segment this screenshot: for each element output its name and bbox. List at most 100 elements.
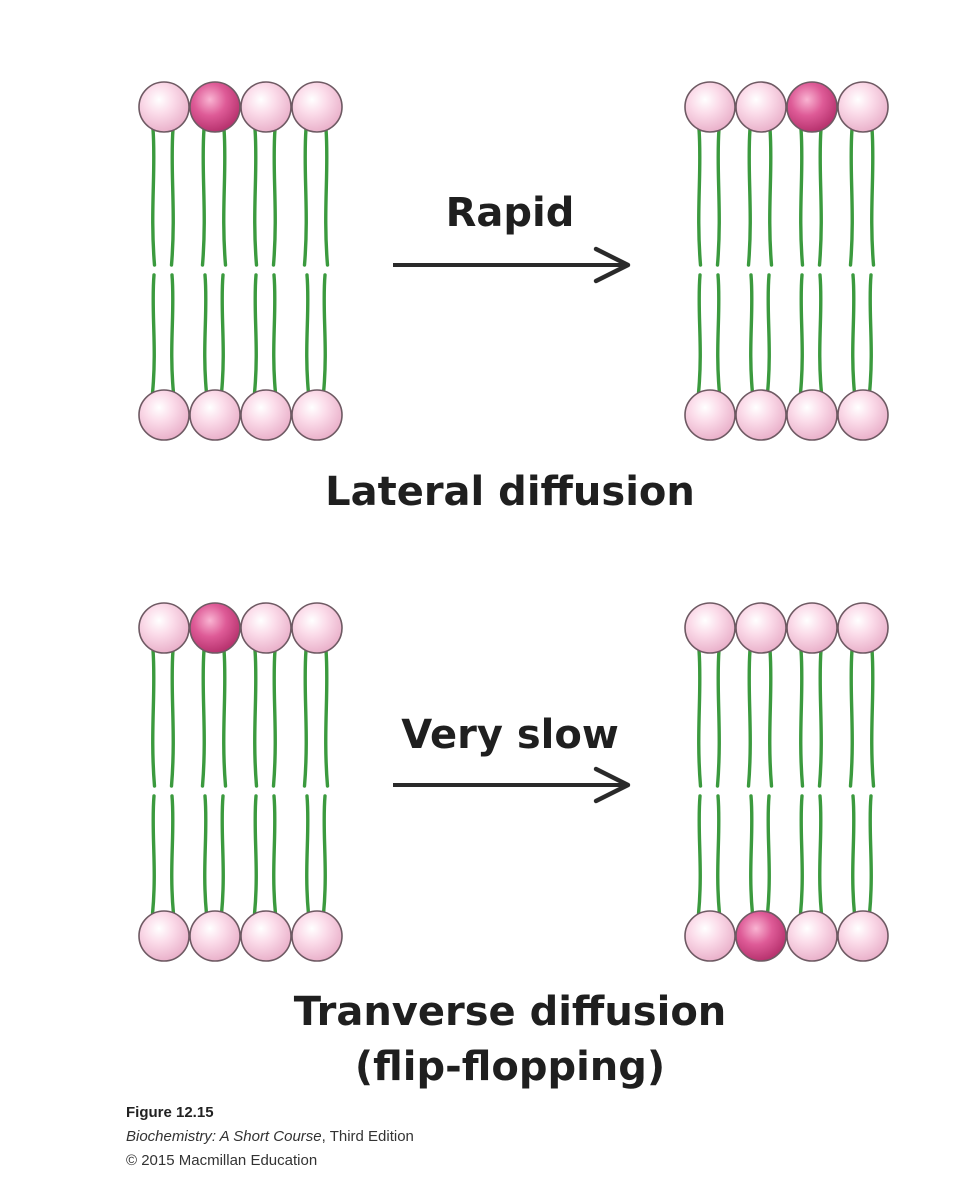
fatty-acid-tail xyxy=(169,648,175,788)
fatty-acid-tail xyxy=(765,273,771,395)
fatty-acid-tail xyxy=(200,648,206,788)
fatty-acid-tail xyxy=(848,127,854,267)
book-title: Biochemistry: A Short Course xyxy=(126,1128,322,1145)
phospholipid-head-icon xyxy=(684,81,736,133)
labeled-phospholipid-head-icon xyxy=(786,81,838,133)
lateral-diffusion-panel: Rapid Lateral diffusion xyxy=(138,81,889,515)
fatty-acid-tail xyxy=(321,794,327,916)
phospholipid-head-icon xyxy=(138,910,190,962)
rapid-arrow: Rapid xyxy=(393,190,631,284)
fatty-acid-tail xyxy=(798,794,804,916)
fatty-acid-tail xyxy=(253,127,259,267)
phospholipid-head-icon xyxy=(735,81,787,133)
phospholipid-head-icon xyxy=(684,389,736,441)
fatty-acid-tail xyxy=(324,127,330,267)
fatty-acid-tail xyxy=(697,648,703,788)
fatty-acid-tail xyxy=(848,648,854,788)
fatty-acid-tail xyxy=(851,794,857,916)
phospholipid-head-icon xyxy=(684,910,736,962)
phospholipid-head-icon xyxy=(735,602,787,654)
fatty-acid-tail xyxy=(170,794,176,916)
phospholipid-head-icon xyxy=(291,389,343,441)
fatty-acid-tail xyxy=(272,794,278,916)
arrow-label-rapid: Rapid xyxy=(446,190,575,236)
fatty-acid-tail xyxy=(715,648,721,788)
fatty-acid-tail xyxy=(302,648,308,788)
fatty-acid-tail xyxy=(716,273,722,395)
fatty-acid-tail xyxy=(222,127,228,267)
phospholipid-head-icon xyxy=(240,389,292,441)
copyright-line: © 2015 Macmillan Education xyxy=(126,1152,318,1169)
fatty-acid-tail xyxy=(271,648,277,788)
fatty-acid-tail xyxy=(271,127,277,267)
fatty-acid-tail xyxy=(252,273,258,395)
fatty-acid-tail xyxy=(169,127,175,267)
transverse-diffusion-panel: Very slow Tranverse diffusion (flip-flop… xyxy=(138,602,889,1090)
fatty-acid-tail xyxy=(715,127,721,267)
fatty-acid-tail xyxy=(170,273,176,395)
fatty-acid-tail xyxy=(219,794,225,916)
fatty-acid-tail xyxy=(818,273,824,395)
caption-transverse-diffusion: Tranverse diffusion xyxy=(294,989,727,1035)
labeled-phospholipid-head-icon xyxy=(735,910,787,962)
caption-flip-flopping: (flip-flopping) xyxy=(355,1044,665,1090)
phospholipid-head-icon xyxy=(291,602,343,654)
fatty-acid-tail xyxy=(151,648,157,788)
phospholipid-head-icon xyxy=(291,910,343,962)
fatty-acid-tail xyxy=(799,127,805,267)
fatty-acid-tail xyxy=(716,794,722,916)
fatty-acid-tail xyxy=(305,794,311,916)
phospholipid-head-icon xyxy=(837,81,889,133)
fatty-acid-tail xyxy=(324,648,330,788)
phospholipid-head-icon xyxy=(138,389,190,441)
fatty-acid-tail xyxy=(768,648,774,788)
fatty-acid-tail xyxy=(151,127,157,267)
phospholipid-head-icon xyxy=(786,602,838,654)
fatty-acid-tail xyxy=(749,273,755,395)
fatty-acid-tail xyxy=(150,794,156,916)
fatty-acid-tail xyxy=(302,127,308,267)
phospholipid-head-icon xyxy=(189,910,241,962)
fatty-acid-tail xyxy=(765,794,771,916)
fatty-acid-tail xyxy=(870,127,876,267)
fatty-acid-tail xyxy=(203,794,209,916)
phospholipid-head-icon xyxy=(138,81,190,133)
fatty-acid-tail xyxy=(746,648,752,788)
phospholipid-head-icon xyxy=(786,910,838,962)
fatty-acid-tail xyxy=(817,648,823,788)
fatty-acid-tail xyxy=(799,648,805,788)
phospholipid-head-icon xyxy=(240,81,292,133)
fatty-acid-tail xyxy=(253,648,259,788)
fatty-acid-tail xyxy=(867,273,873,395)
phospholipid-head-icon xyxy=(291,81,343,133)
fatty-acid-tail xyxy=(768,127,774,267)
fatty-acid-tail xyxy=(817,127,823,267)
fatty-acid-tail xyxy=(252,794,258,916)
phospholipid-head-icon xyxy=(240,910,292,962)
fatty-acid-tail xyxy=(200,127,206,267)
fatty-acid-tail xyxy=(203,273,209,395)
fatty-acid-tail xyxy=(222,648,228,788)
figure-number: Figure 12.15 xyxy=(126,1104,214,1121)
phospholipid-head-icon xyxy=(786,389,838,441)
fatty-acid-tail xyxy=(321,273,327,395)
book-citation: Biochemistry: A Short Course, Third Edit… xyxy=(126,1128,414,1145)
bilayer-after-transverse xyxy=(684,602,889,962)
fatty-acid-tail xyxy=(818,794,824,916)
fatty-acid-tail xyxy=(219,273,225,395)
fatty-acid-tail xyxy=(749,794,755,916)
fatty-acid-tail xyxy=(870,648,876,788)
fatty-acid-tail xyxy=(696,794,702,916)
phospholipid-head-icon xyxy=(138,602,190,654)
fatty-acid-tail xyxy=(867,794,873,916)
labeled-phospholipid-head-icon xyxy=(189,81,241,133)
fatty-acid-tail xyxy=(150,273,156,395)
phospholipid-head-icon xyxy=(189,389,241,441)
arrow-label-very-slow: Very slow xyxy=(401,712,619,758)
fatty-acid-tail xyxy=(798,273,804,395)
fatty-acid-tail xyxy=(746,127,752,267)
very-slow-arrow: Very slow xyxy=(393,712,631,804)
bilayer-before-transverse xyxy=(138,602,343,962)
fatty-acid-tail xyxy=(272,273,278,395)
